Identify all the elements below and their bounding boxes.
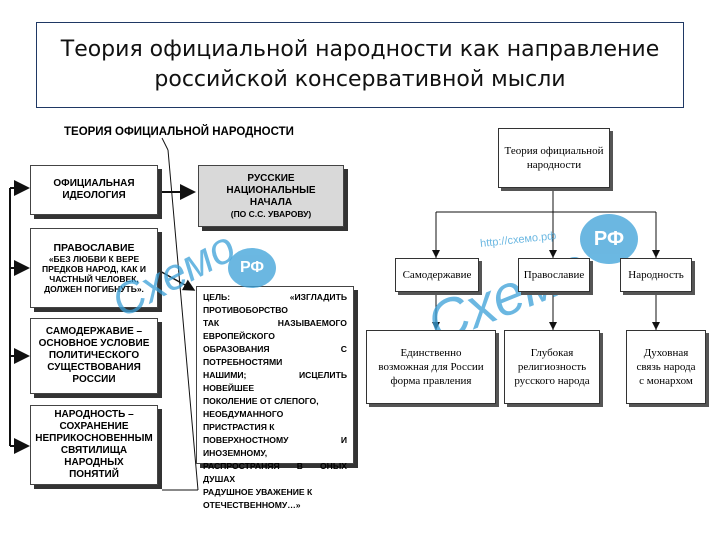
box-line: «БЕЗ ЛЮБВИ К ВЕРЕ (48, 254, 140, 264)
box-line: форма правления (390, 375, 472, 387)
goal-line: НАШИМИ; ИСЦЕЛИТЬ НОВЕЙШЕЕ (203, 370, 347, 393)
box-line: Православие (523, 269, 585, 281)
slide-title-line-1: Теория официальной народности как направ… (60, 37, 660, 62)
box-line: русского народа (514, 375, 590, 387)
box-line: ПРАВОСЛАВИЕ (53, 242, 135, 254)
box-line: ПОНЯТИЙ (69, 469, 119, 480)
slide-title: Теория официальной народности как направ… (36, 22, 684, 108)
nationality-detail-box: Духовная связь народа с монархом (626, 330, 706, 404)
box-line: РУССКИЕ НАЦИОНАЛЬНЫЕ (226, 173, 316, 196)
box-line: Глубокая (530, 347, 574, 359)
box-line: с монархом (639, 375, 693, 387)
box-line: СУЩЕСТВОВАНИЯ РОССИИ (47, 362, 141, 385)
box-line: Духовная (643, 347, 689, 359)
autocracy-detail-box: Единственно возможная для России форма п… (366, 330, 496, 404)
box-line: ДОЛЖЕН ПОГИБНУТЬ». (44, 284, 144, 294)
goal-line: ПОВЕРХНОСТНОМУ И ИНОЗЕМНОМУ, (203, 435, 347, 458)
autocracy-branch-box: Самодержавие (395, 258, 479, 292)
box-line: (ПО С.С. УВАРОВУ) (230, 209, 312, 219)
box-line: ПРЕДКОВ НАРОД, КАК И (42, 264, 146, 274)
box-line: ИДЕОЛОГИЯ (62, 190, 126, 201)
box-line: СВЯТИЛИЩА НАРОДНЫХ (60, 445, 128, 468)
goal-line: РАСПРОСТРАНЯЯ В ОНЫХ ДУШАХ (203, 461, 347, 484)
national-principles-box: РУССКИЕ НАЦИОНАЛЬНЫЕ НАЧАЛА (ПО С.С. УВА… (198, 165, 344, 227)
box-line: Самодержавие (402, 269, 472, 281)
left-diagram-header: ТЕОРИЯ ОФИЦИАЛЬНОЙ НАРОДНОСТИ (64, 126, 294, 138)
goal-line: НЕОБДУМАННОГО ПРИСТРАСТИЯ К (203, 409, 284, 432)
nationality-branch-box: Народность (620, 258, 692, 292)
goal-line: ОБРАЗОВАНИЯ С ПОТРЕБНОСТЯМИ (203, 344, 347, 367)
box-line: ЧАСТНЫЙ ЧЕЛОВЕК, (49, 274, 139, 284)
watermark-badge-left: РФ (228, 248, 276, 288)
watermark-badge-right: РФ (580, 214, 638, 264)
theory-root-box: Теория официальной народности (498, 128, 610, 188)
goal-line: ПОКОЛЕНИЕ ОТ СЛЕПОГО, (203, 396, 319, 406)
orthodoxy-box: ПРАВОСЛАВИЕ «БЕЗ ЛЮБВИ К ВЕРЕ ПРЕДКОВ НА… (30, 228, 158, 308)
watermark-badge-text: РФ (239, 259, 265, 276)
box-line: ПОЛИТИЧЕСКОГО (48, 350, 140, 361)
goal-box: ЦЕЛЬ: «ИЗГЛАДИТЬ ПРОТИВОБОРСТВО ТАК НАЗЫ… (196, 286, 354, 510)
orthodoxy-detail-box: Глубокая религиозность русского народа (504, 330, 600, 404)
slide-title-line-2: российской консервативной мысли (154, 67, 566, 92)
goal-line-1: ЦЕЛЬ: «ИЗГЛАДИТЬ ПРОТИВОБОРСТВО (203, 291, 347, 317)
goal-line: РАДУШНОЕ УВАЖЕНИЕ К (203, 487, 313, 497)
box-line: религиозность (517, 361, 587, 373)
box-line: возможная для России (378, 361, 484, 373)
goal-line: ОТЕЧЕСТВЕННОМУ…» (203, 500, 301, 510)
box-line: Теория официальной (504, 145, 604, 157)
goal-line: «ИЗГЛАДИТЬ ПРОТИВОБОРСТВО (203, 292, 347, 315)
box-line: связь народа (636, 361, 696, 373)
box-line: ОСНОВНОЕ УСЛОВИЕ (38, 338, 150, 349)
box-line: Народность (628, 269, 684, 281)
box-line: СОХРАНЕНИЕ (59, 421, 129, 432)
watermark-badge-text: РФ (593, 227, 625, 250)
box-line: ОФИЦИАЛЬНАЯ (53, 178, 135, 189)
goal-label: ЦЕЛЬ: (203, 292, 231, 302)
goal-line: ТАК НАЗЫВАЕМОГО ЕВРОПЕЙСКОГО (203, 318, 347, 341)
box-line: НАЧАЛА (249, 197, 293, 208)
box-line: САМОДЕРЖАВИЕ – (45, 326, 143, 337)
box-line: Единственно (400, 347, 462, 359)
box-line: народности (526, 159, 582, 171)
autocracy-box: САМОДЕРЖАВИЕ – ОСНОВНОЕ УСЛОВИЕ ПОЛИТИЧЕ… (30, 318, 158, 394)
nationality-box: НАРОДНОСТЬ – СОХРАНЕНИЕ НЕПРИКОСНОВЕННЫМ… (30, 405, 158, 485)
orthodoxy-branch-box: Православие (518, 258, 590, 292)
official-ideology-box: ОФИЦИАЛЬНАЯ ИДЕОЛОГИЯ (30, 165, 158, 215)
box-line: НЕПРИКОСНОВЕННЫМ (35, 433, 153, 444)
box-line: НАРОДНОСТЬ – (54, 409, 134, 420)
